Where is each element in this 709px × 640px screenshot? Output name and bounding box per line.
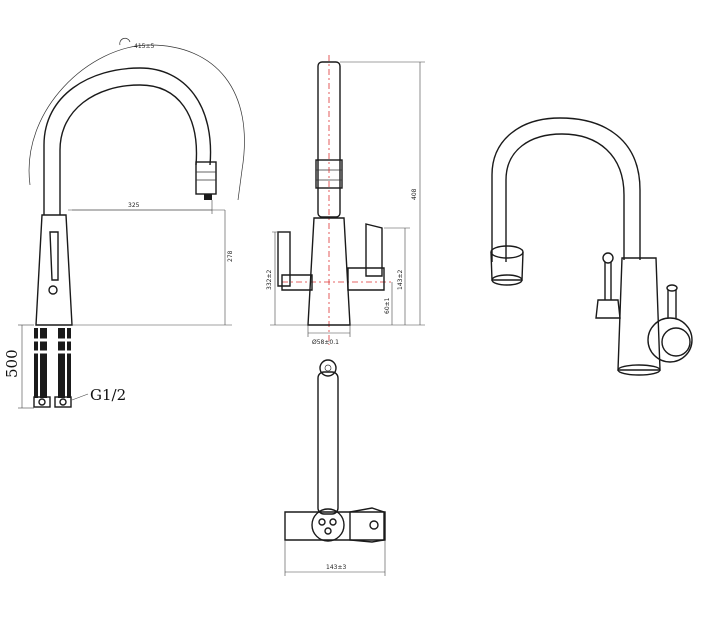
spray-head	[195, 161, 217, 195]
front-lever-left	[277, 231, 291, 287]
fitting-left	[33, 396, 51, 408]
lever-side	[49, 231, 59, 281]
side-height-label: 278	[227, 250, 234, 262]
perspective-body	[617, 257, 661, 371]
spout-outer	[43, 67, 212, 215]
perspective-spout-outer	[491, 117, 641, 262]
base-diameter-label: Ø58±0.1	[312, 339, 339, 346]
top-body-circle	[311, 508, 345, 542]
perspective-view	[490, 117, 693, 376]
hose-right	[58, 328, 65, 398]
top-spout	[317, 371, 339, 515]
arc-marker	[119, 37, 131, 46]
arc-dimension-line	[28, 44, 245, 201]
front-spout	[317, 61, 341, 218]
perspective-spout-inner	[505, 133, 625, 262]
front-lever-right	[365, 223, 383, 277]
hose-length-label: 500	[3, 349, 21, 378]
reach-label: 325	[128, 202, 140, 209]
total-height-label: 408	[411, 188, 418, 200]
top-view: 143±3	[284, 359, 386, 576]
front-view: 408 332±2 143±2 60±1 Ø58±0.1	[266, 55, 425, 346]
thread-leader	[71, 393, 89, 401]
thread-label: G1/2	[90, 386, 126, 404]
lever-height-left-label: 332±2	[266, 270, 273, 290]
lever-height-right-label: 143±2	[397, 270, 404, 290]
base-height-label: 60±1	[384, 297, 391, 314]
top-lever	[349, 507, 385, 543]
bottom-width-label: 143±3	[326, 564, 346, 571]
spout-inner	[59, 84, 198, 215]
perspective-spray-head	[490, 251, 524, 281]
side-view: 415±5 325 278	[3, 37, 245, 409]
hose-left	[40, 328, 47, 398]
arc-radius-label: 415±5	[134, 43, 154, 50]
front-spray-head	[315, 159, 343, 189]
fitting-right	[54, 396, 72, 408]
